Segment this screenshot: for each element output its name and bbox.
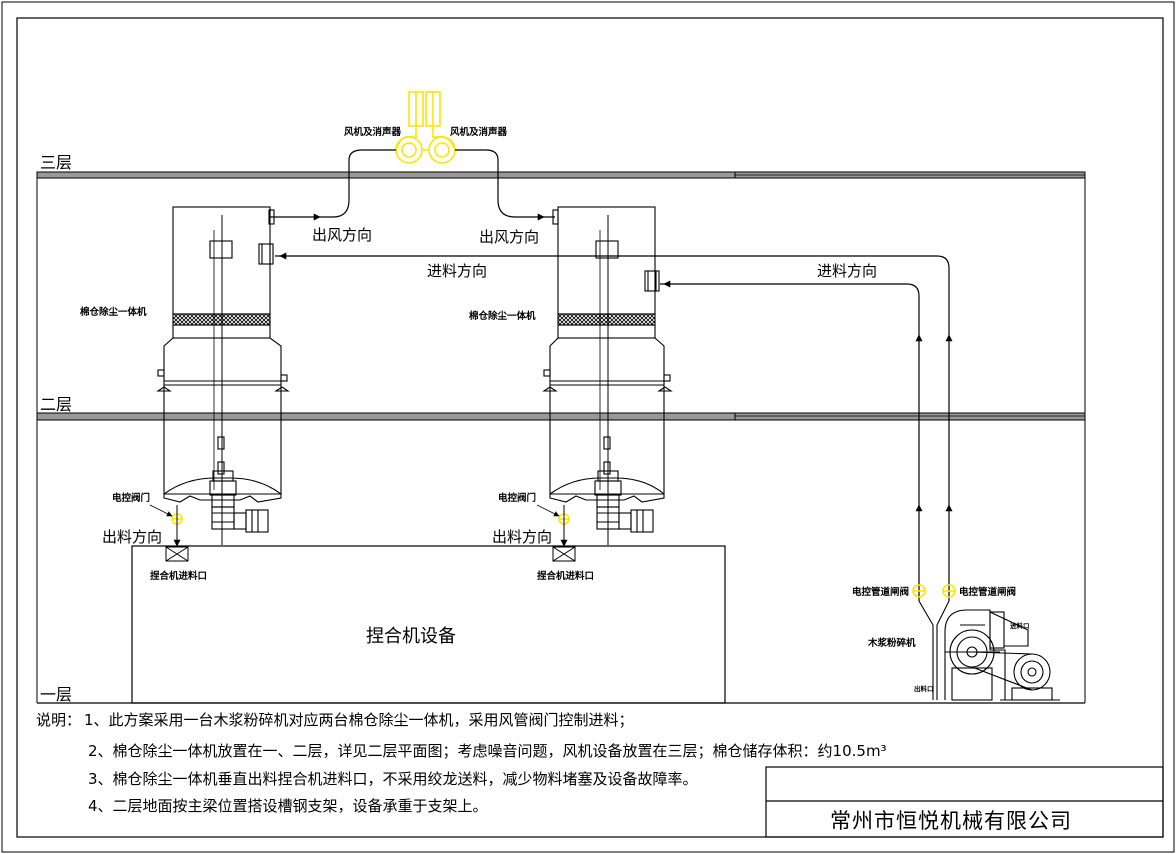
air-duct-left (270, 149, 396, 218)
drawing-frame (16, 17, 1164, 838)
air-out-label-2: 出风方向 (479, 228, 539, 246)
note-3: 3、棉仓除尘一体机垂直出料捏合机进料口，不采用绞龙送料，减少物料堵塞及设备故障率… (88, 770, 698, 788)
silo-dust-unit-left (156, 206, 290, 545)
pipe-valve-label-right: 电控管道闸阀 (959, 586, 1016, 598)
valve-label-right: 电控阀门 (498, 492, 536, 504)
kneader-label: 捏合机设备 (366, 626, 456, 647)
pipe-gate-valve-left-icon (912, 584, 926, 598)
kneader-machine (131, 545, 726, 704)
note-2: 2、棉仓除尘一体机放置在一、二层，详见二层平面图；考虑噪音问题，风机设备放置在三… (88, 742, 887, 760)
air-out-label-1: 出风方向 (312, 226, 372, 244)
feed-pipe-upper (275, 255, 950, 601)
silo-dust-unit-right (542, 206, 673, 545)
crusher-inlet-label: 进料口 (1010, 621, 1030, 630)
fan-silencer-unit (395, 91, 456, 164)
kneader-inlet-label-right: 捏合机进料口 (537, 570, 594, 582)
note-1: 1、此方案采用一台木浆粉碎机对应两台棉仓除尘一体机，采用风管阀门控制进料； (84, 711, 634, 729)
title-block (765, 766, 1164, 838)
second-floor-slab (36, 412, 1086, 421)
feed-in-label-2: 进料方向 (817, 262, 877, 280)
valve-leader-right (536, 504, 560, 517)
kneader-inlet-label-left: 捏合机进料口 (150, 570, 207, 582)
third-floor-slab (36, 171, 1086, 179)
crusher-label: 木浆粉碎机 (867, 637, 916, 649)
floor-label-first: 一层 (40, 685, 72, 704)
valve-label-left: 电控阀门 (112, 492, 150, 504)
floor-label-second: 二层 (40, 395, 72, 414)
company-name: 常州市恒悦机械有限公司 (830, 809, 1072, 833)
fan-label-left: 风机及消声器 (344, 126, 402, 138)
feed-in-label-1: 进料方向 (427, 262, 487, 280)
note-4: 4、二层地面按主梁位置搭设槽钢支架，设备承重于支架上。 (88, 797, 488, 815)
floor-label-third: 三层 (40, 153, 72, 172)
unit-label-right: 棉仓除尘一体机 (469, 310, 536, 322)
wood-pulp-crusher (944, 609, 1060, 701)
pipe-valve-label-left: 电控管道闸阀 (852, 586, 909, 598)
kneader-inlet-left (165, 546, 189, 562)
pipe-gate-valve-right-icon (942, 584, 956, 598)
discharge-label-left: 出料方向 (102, 528, 162, 546)
y-pipe-left (918, 600, 934, 700)
crusher-outlet-label: 出料口 (914, 684, 934, 693)
kneader-inlet-right (552, 546, 576, 562)
unit-label-left: 棉仓除尘一体机 (80, 306, 147, 318)
valve-leader-left (149, 504, 173, 517)
air-duct-right (455, 149, 555, 218)
fan-label-right: 风机及消声器 (450, 126, 508, 138)
notes-prefix: 说明： (36, 711, 81, 729)
discharge-label-right: 出料方向 (492, 528, 552, 546)
feed-pipe-lower (660, 283, 920, 601)
y-pipe-right (936, 600, 950, 700)
